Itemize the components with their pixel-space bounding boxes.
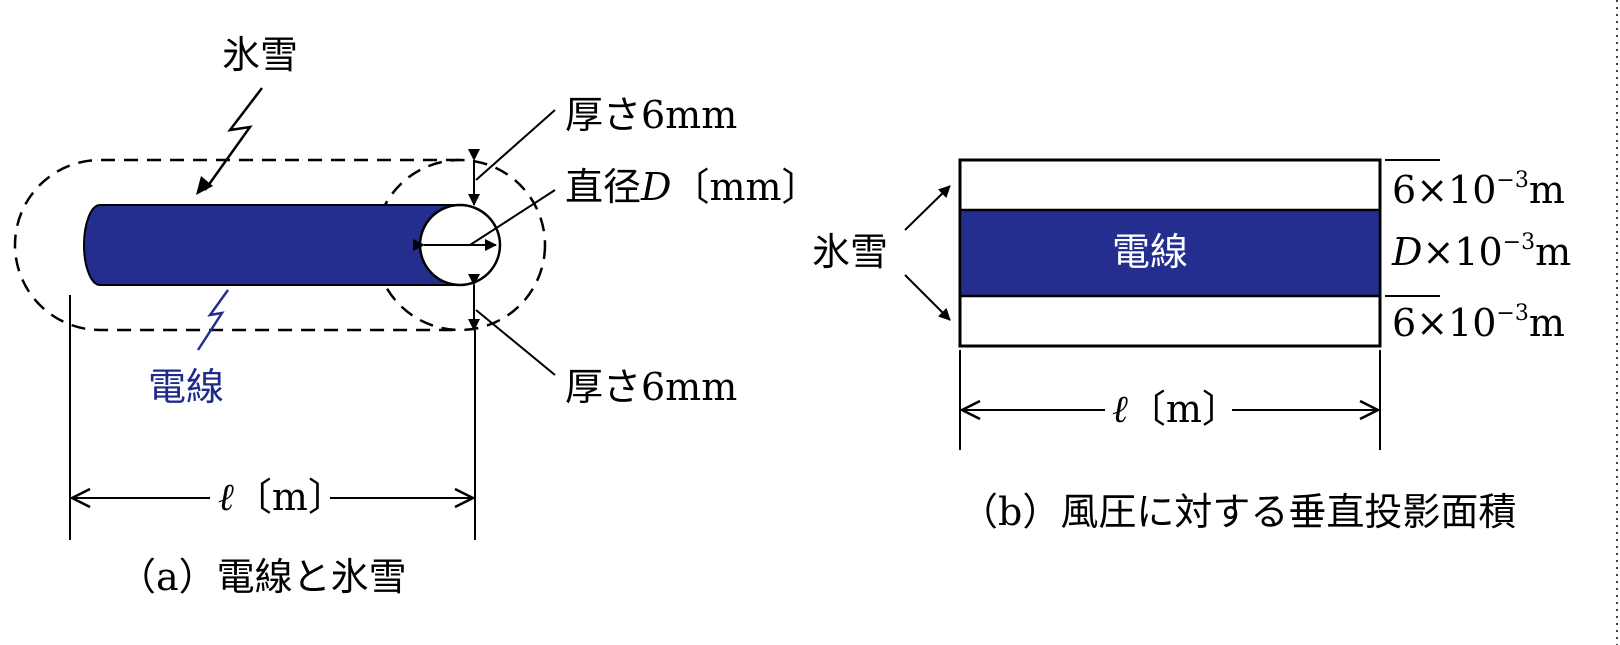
wire-label-a: 電線 xyxy=(148,365,224,409)
panel-a: 氷雪 厚さ6mm 直径D〔mm〕 厚さ6mm 電線 ℓ〔m〕 （a）電線と氷雪 xyxy=(13,33,820,599)
ice-arrow-down xyxy=(904,274,951,321)
ice-arrow-up xyxy=(904,185,951,231)
mid-dim-label: D×10−3m xyxy=(1391,230,1571,274)
wire-zigzag-leader xyxy=(196,289,230,351)
bot-dim-label: 6×10−3m xyxy=(1392,301,1565,345)
panel-b: 電線 氷雪 6×10−3m D×10−3m 6×10−3m ℓ〔m〕 （b）風圧… xyxy=(812,158,1571,534)
leader-thickness-bottom xyxy=(475,309,556,376)
leader-thickness-top xyxy=(475,109,556,181)
length-label-a: ℓ〔m〕 xyxy=(218,475,346,519)
length-label-b: ℓ〔m〕 xyxy=(1112,387,1240,431)
ice-zigzag-arrowhead xyxy=(196,176,213,195)
wire-label-b: 電線 xyxy=(1112,230,1188,274)
ice-label-b: 氷雪 xyxy=(812,230,888,274)
ice-outline-dashed xyxy=(13,158,460,332)
thickness-top-label: 厚さ6mm xyxy=(565,93,737,137)
diameter-label: 直径D〔mm〕 xyxy=(565,165,820,209)
wire-band xyxy=(958,208,1382,298)
wire-body xyxy=(83,204,461,286)
caption-b: （b）風圧に対する垂直投影面積 xyxy=(960,490,1516,534)
thickness-bottom-label: 厚さ6mm xyxy=(565,365,737,409)
ice-zigzag-leader xyxy=(203,87,263,191)
caption-a: （a）電線と氷雪 xyxy=(118,555,407,599)
ice-label-a: 氷雪 xyxy=(222,33,298,77)
leader-diameter xyxy=(469,189,556,246)
top-dim-label: 6×10−3m xyxy=(1392,168,1565,212)
